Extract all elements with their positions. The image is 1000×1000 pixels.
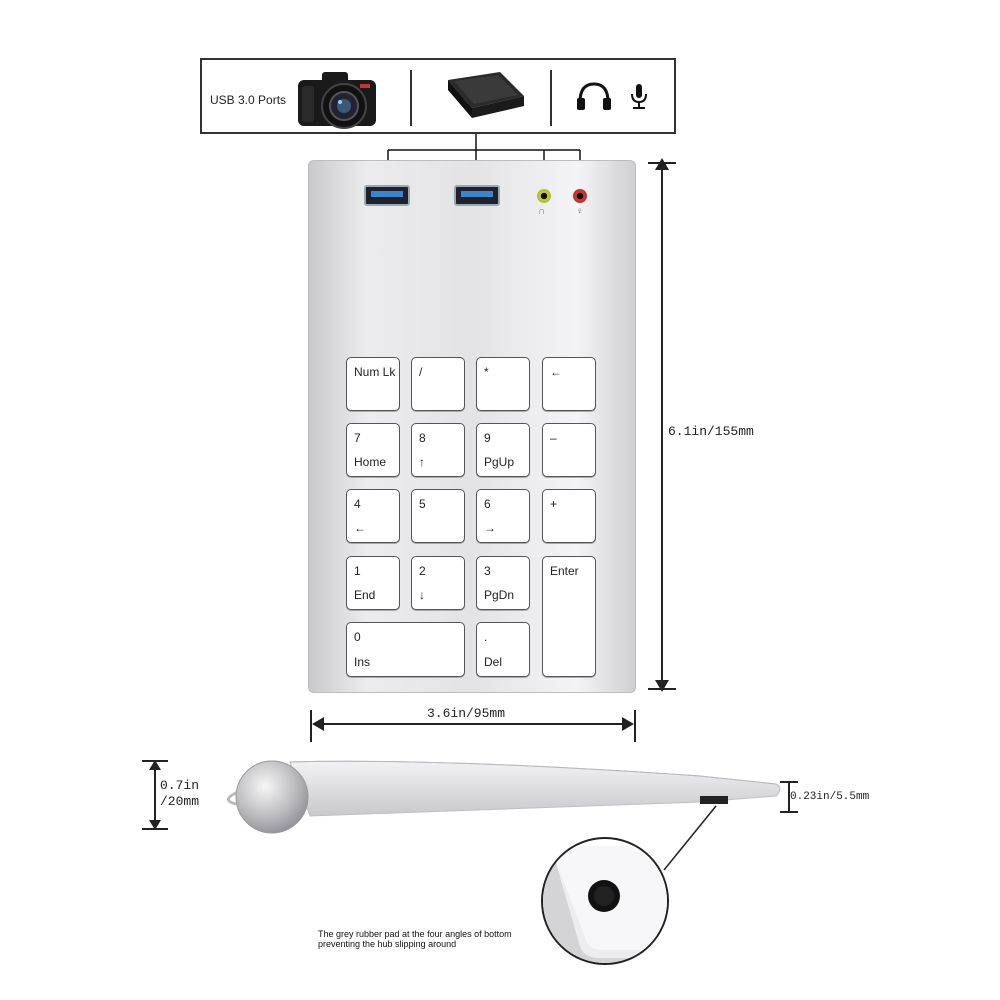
key-label-primary: ← <box>550 365 562 379</box>
key-four[interactable]: 4← <box>346 489 400 543</box>
key-label-secondary: ← <box>354 521 366 535</box>
dimension-tick <box>780 811 798 813</box>
keypad-side-profile <box>227 760 781 834</box>
usb-port-2[interactable] <box>454 185 500 206</box>
key-label-primary: Enter <box>550 564 579 578</box>
headphone-icon <box>577 82 611 110</box>
key-label-primary: 4 <box>354 497 361 511</box>
key-enter[interactable]: Enter <box>542 556 596 677</box>
legend-divider <box>550 70 552 126</box>
key-label-secondary: PgUp <box>484 455 515 469</box>
microphone-icon <box>631 84 647 109</box>
key-slash[interactable]: / <box>411 357 465 411</box>
caption-line-2: preventing the hub slipping around <box>318 939 457 949</box>
key-label-primary: 3 <box>484 564 491 578</box>
key-label-primary: / <box>419 365 423 379</box>
key-minus[interactable]: – <box>542 423 596 477</box>
thickness-dimension-line <box>154 762 156 828</box>
thin-edge-label: 0.23in/5.5mm <box>790 791 870 803</box>
height-label: 6.1in/155mm <box>668 424 754 439</box>
key-label-primary: – <box>550 431 557 445</box>
usb-ports-label: USB 3.0 Ports <box>210 93 287 107</box>
key-label-secondary: Ins <box>354 655 371 669</box>
arrow-right-icon <box>622 717 634 731</box>
usb-port-1[interactable] <box>364 185 410 206</box>
key-label-primary: * <box>484 365 489 379</box>
thickness-label-in: 0.7in <box>160 778 200 793</box>
key-asterisk[interactable]: * <box>476 357 530 411</box>
dimension-tick <box>634 710 636 742</box>
rubber-pad-zoom-view <box>541 837 669 965</box>
width-label: 3.6in/95mm <box>427 706 506 721</box>
port-legend-box: USB 3.0 Ports <box>200 58 676 134</box>
key-label-secondary: End <box>354 588 376 602</box>
camera-icon <box>298 72 376 129</box>
dimension-tick <box>780 781 798 783</box>
key-label-secondary: ↓ <box>419 588 425 602</box>
key-label-primary: 5 <box>419 497 426 511</box>
key-label-primary: 0 <box>354 630 361 644</box>
height-dimension-line <box>661 162 663 688</box>
key-label-primary: 1 <box>354 564 361 578</box>
key-label-secondary: PgDn <box>484 588 515 602</box>
key-label-secondary: Home <box>354 455 387 469</box>
caption-line-1: The grey rubber pad at the four angles o… <box>318 929 512 939</box>
headphone-jack[interactable] <box>537 189 551 203</box>
key-label-secondary: → <box>484 521 496 535</box>
key-label-primary: . <box>484 630 488 644</box>
key-label-secondary: ↑ <box>419 455 425 469</box>
microphone-jack-symbol: ♀ <box>576 206 584 217</box>
key-backspace[interactable]: ← <box>542 357 596 411</box>
key-five[interactable]: 5 <box>411 489 465 543</box>
key-eight[interactable]: 8↑ <box>411 423 465 477</box>
width-dimension-line <box>314 723 632 725</box>
microphone-jack[interactable] <box>573 189 587 203</box>
arrow-left-icon <box>312 717 324 731</box>
arrow-down-icon <box>655 680 669 692</box>
dimension-tick <box>310 710 312 742</box>
legend-divider <box>410 70 412 126</box>
arrow-up-icon <box>655 158 669 170</box>
dimension-tick <box>648 162 676 164</box>
key-label-primary: 9 <box>484 431 491 445</box>
key-two[interactable]: 2↓ <box>411 556 465 610</box>
key-label-primary: 2 <box>419 564 426 578</box>
key-six[interactable]: 6→ <box>476 489 530 543</box>
arrow-up-icon <box>149 760 161 770</box>
key-label-secondary: Del <box>484 655 503 669</box>
key-label-primary: + <box>550 497 558 511</box>
headphone-jack-symbol: ∩ <box>538 206 546 217</box>
key-label-primary: 7 <box>354 431 361 445</box>
key-label-primary: 8 <box>419 431 426 445</box>
key-dot[interactable]: . Del <box>476 622 530 677</box>
rubber-pad-caption: The grey rubber pad at the four angles o… <box>318 929 512 949</box>
arrow-down-icon <box>149 820 161 830</box>
thin-edge-dimension-line <box>788 782 790 812</box>
key-plus[interactable]: + <box>542 489 596 543</box>
zoom-pointer-line <box>663 805 717 871</box>
dimension-tick <box>648 688 676 690</box>
thickness-label-mm: /20mm <box>160 794 200 809</box>
key-num-lock[interactable]: Num Lk <box>346 357 400 411</box>
key-label-primary: 6 <box>484 497 491 511</box>
external-drive-icon <box>448 72 524 118</box>
key-label-primary: Num Lk <box>354 365 396 379</box>
